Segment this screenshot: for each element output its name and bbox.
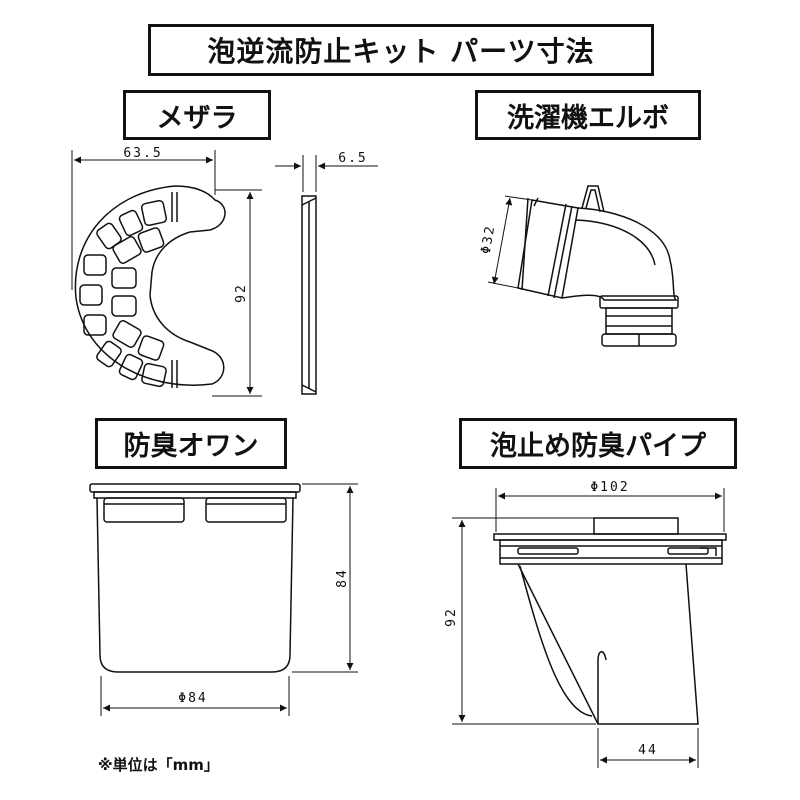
megara-height-label: 92 — [234, 283, 249, 303]
megara-width-label: 63.5 — [123, 146, 162, 161]
elbow-diameter-dimension — [487, 195, 533, 289]
pipe-outlet-label: 44 — [638, 743, 658, 758]
elbow-drawing — [517, 185, 679, 347]
part-label-megara: メザラ — [123, 90, 271, 140]
unit-note: ※単位は「mm」 — [98, 756, 219, 774]
owan-diameter-label: Φ84 — [178, 691, 207, 706]
megara-thickness-dimension — [275, 155, 378, 192]
megara-thickness-label: 6.5 — [338, 151, 367, 166]
pipe-height-label: 92 — [444, 607, 459, 627]
part-label-elbow: 洗濯機エルボ — [475, 90, 701, 140]
megara-drawing — [74, 185, 226, 388]
pipe-outlet-dimension — [597, 728, 699, 768]
pipe-diameter-label: Φ102 — [590, 480, 629, 495]
part-label-pipe: 泡止め防臭パイプ — [459, 418, 737, 469]
part-label-owan: 防臭オワン — [95, 418, 287, 469]
owan-height-dimension — [292, 483, 358, 673]
owan-drawing — [89, 483, 301, 673]
megara-height-dimension — [212, 189, 262, 397]
elbow-diameter-label: Φ32 — [479, 224, 499, 256]
pipe-diameter-dimension — [495, 488, 725, 532]
megara-width-dimension — [71, 150, 216, 290]
owan-diameter-dimension — [100, 676, 290, 716]
pipe-drawing — [493, 517, 727, 725]
pipe-height-dimension — [452, 517, 596, 725]
page-title: 泡逆流防止キット パーツ寸法 — [148, 24, 654, 76]
owan-height-label: 84 — [335, 568, 350, 588]
megara-side-view — [301, 195, 317, 395]
